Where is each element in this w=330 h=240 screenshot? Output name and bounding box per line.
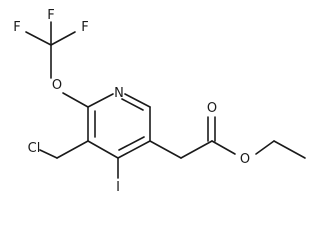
structure-diagram: N O F F F Cl I O O xyxy=(13,8,306,195)
bond-co-oester xyxy=(211,140,236,155)
bond-n-c2 xyxy=(87,93,114,108)
bond-c6-n xyxy=(124,93,151,108)
bond-c5-ch2 xyxy=(149,140,182,159)
bond-lines xyxy=(25,21,306,179)
atom-f2-label: F xyxy=(47,8,54,23)
bond-ch2-cl xyxy=(39,149,58,159)
bond-c-f1 xyxy=(25,31,52,46)
atom-o-carbonyl-label: O xyxy=(207,101,217,116)
atom-f3-label: F xyxy=(81,20,88,35)
bond-c4-c5 xyxy=(117,140,151,159)
atom-labels: N O F F F Cl I O O xyxy=(13,8,250,195)
bond-oester-ch2 xyxy=(255,140,275,155)
atom-f1-label: F xyxy=(13,20,20,35)
bond-c3-c4 xyxy=(87,140,119,159)
atom-cl-label: Cl xyxy=(28,141,41,156)
atom-i-label: I xyxy=(116,180,120,195)
bond-c6-n-inner xyxy=(121,98,144,111)
atom-o-ester-label: O xyxy=(240,152,250,167)
atom-o-ether-label: O xyxy=(52,78,62,93)
bond-c4-c5-inner xyxy=(118,136,145,151)
bond-c-f3 xyxy=(50,31,76,46)
bond-c3-ch2 xyxy=(56,140,89,159)
atom-n-label: N xyxy=(114,86,124,101)
bond-ch2-co xyxy=(180,140,213,159)
bond-c2-o xyxy=(62,92,89,108)
bond-ch2-ch3 xyxy=(273,140,306,159)
